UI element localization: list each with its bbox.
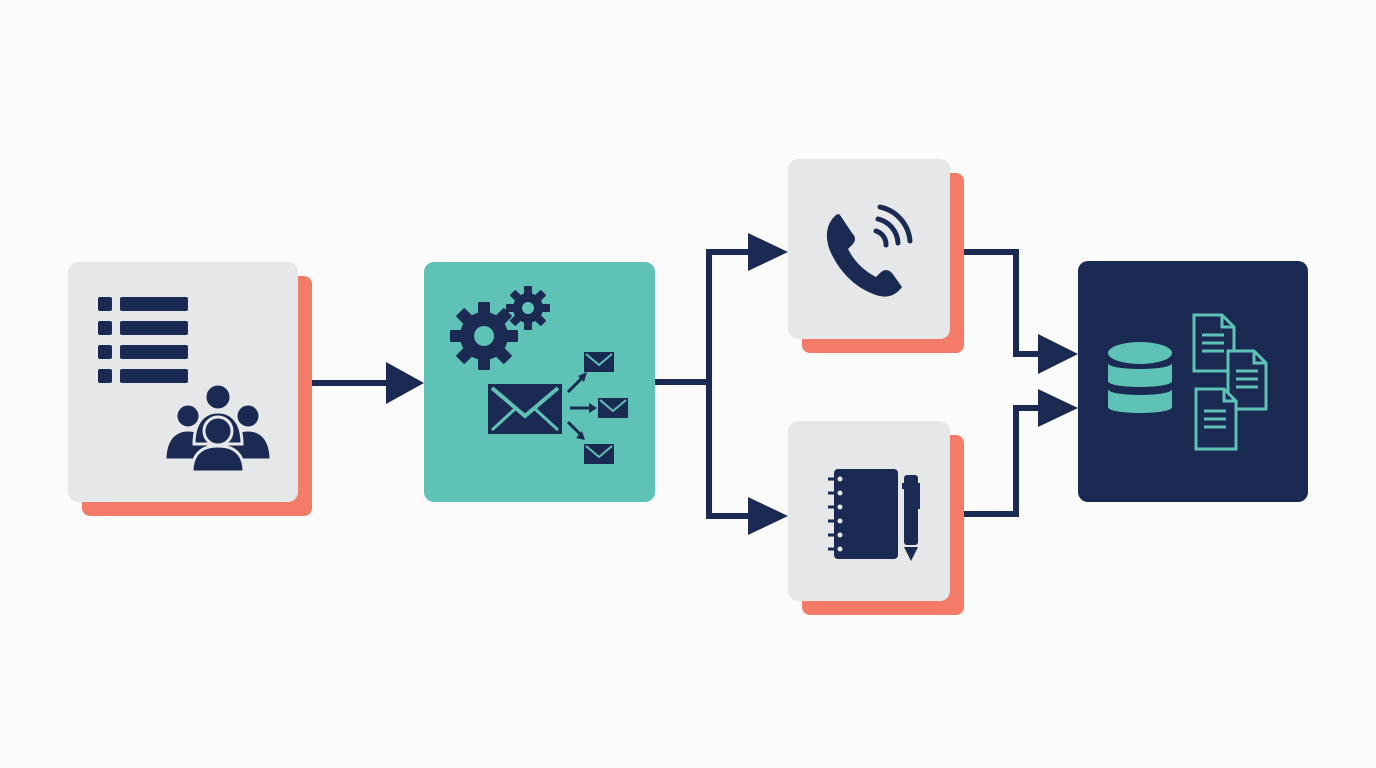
notes-graphic: [828, 469, 920, 561]
gears-icon: [450, 286, 550, 370]
database-icon: [1108, 342, 1172, 413]
envelope-icon: [488, 384, 562, 434]
crm-database-node: [1078, 261, 1308, 502]
connector-phone-to-db: [950, 249, 1042, 357]
list-icon: [98, 297, 188, 383]
arrowhead-email: [386, 362, 424, 404]
notes-node: [788, 421, 950, 601]
contact-list-graphic: [98, 297, 273, 474]
crm-database-graphic: [1108, 313, 1268, 451]
contact-list-node: [68, 262, 298, 502]
pen-icon: [902, 475, 920, 561]
connector-notes-to-db: [950, 405, 1042, 517]
connector-email-to-phone: [655, 249, 752, 385]
arrowhead-notes: [748, 497, 788, 535]
distribution-envelopes-icon: [566, 352, 628, 464]
people-group-icon: [163, 382, 273, 474]
notebook-icon: [828, 469, 898, 559]
email-automation-graphic: [450, 286, 628, 464]
email-automation-node: [424, 262, 655, 502]
phone-call-node: [788, 159, 950, 339]
phone-ringing-icon: [826, 204, 913, 297]
phone-call-graphic: [826, 204, 913, 297]
documents-icon: [1192, 313, 1268, 451]
arrowhead-phone: [748, 233, 788, 271]
arrowhead-db-top: [1038, 334, 1078, 374]
arrowhead-db-bottom: [1038, 389, 1078, 427]
connector-email-to-notes: [706, 382, 752, 519]
